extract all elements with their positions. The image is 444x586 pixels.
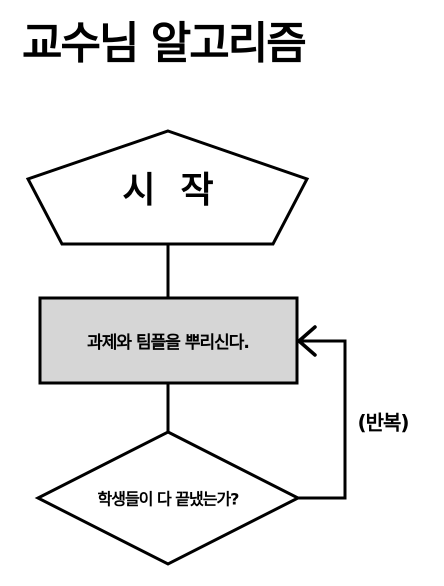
process-box-shape — [38, 296, 299, 385]
process-label: 과제와 팀플을 뿌리신다. — [87, 333, 249, 353]
loop-arrowhead — [297, 325, 317, 357]
start-label: 시 작 — [122, 170, 213, 211]
decision-label: 학생들이 다 끝냈는가? — [98, 490, 240, 509]
decision-diamond-shape — [34, 430, 302, 566]
page-title: 교수님 알고리즘 — [22, 18, 307, 69]
loop-label: (반복) — [357, 411, 408, 435]
loop-back-connector — [298, 339, 347, 500]
start-pentagon-shape — [25, 129, 310, 246]
